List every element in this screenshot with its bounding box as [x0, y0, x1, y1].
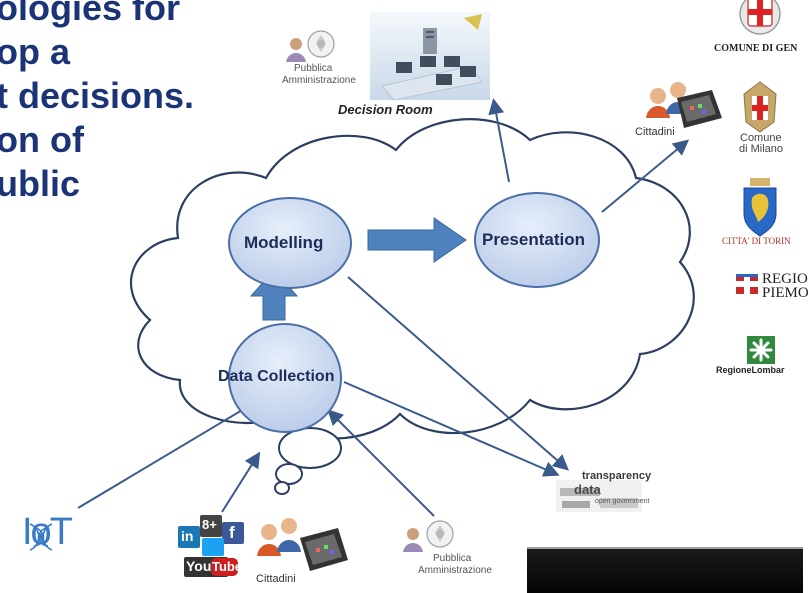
lombardia-label: RegioneLombar [716, 365, 785, 375]
connector-modelling-transparency [347, 276, 570, 471]
milano-crest [743, 81, 777, 133]
torino-label: CITTA' DI TORIN [722, 236, 791, 246]
tag-transparency: transparency [582, 470, 652, 482]
connector-data-transparency [343, 381, 560, 477]
node-presentation-label: Presentation [482, 230, 585, 249]
pa-bottom-label-line2: Amministrazione [418, 565, 492, 576]
block-arrow-right [367, 217, 467, 263]
lombardia-logo [747, 336, 775, 364]
piemonte-label-line2: PIEMON [762, 285, 808, 301]
youtube-you-label: You [186, 558, 212, 574]
decision-room-image [370, 12, 490, 101]
milano-label-line1: Comune [740, 132, 782, 144]
pubblica-amministrazione-bottom-icon [403, 520, 454, 552]
piemonte-flag [736, 274, 758, 294]
headline-line-4: on of [0, 119, 84, 160]
genova-crest [739, 0, 781, 35]
google-plus-icon: 8+ [202, 517, 217, 532]
connector-iot [77, 394, 268, 509]
node-data-collection-label: Data Collection [218, 368, 335, 385]
genova-label: COMUNE DI GEN [714, 43, 798, 54]
cittadini-top-icon [646, 82, 722, 128]
thought-bubble-small [274, 481, 290, 495]
torino-crest [743, 178, 777, 237]
node-modelling [228, 197, 352, 289]
iot-logo [29, 523, 53, 551]
cittadini-top-label: Cittadini [635, 126, 675, 138]
cittadini-bottom-label: Cittadini [256, 573, 296, 585]
node-presentation [474, 192, 600, 288]
cittadini-bottom-icon [257, 518, 348, 571]
pubblica-amministrazione-top-icon [286, 30, 335, 62]
dark-photo [527, 547, 803, 593]
connector-cittadini-top [601, 139, 690, 213]
piemonte-label-line1: REGIO [762, 271, 808, 287]
node-data-collection [228, 323, 342, 433]
youtube-tube-label: Tube [212, 559, 243, 574]
social-media-logos [178, 515, 244, 577]
pa-top-label-line2: Amministrazione [282, 75, 356, 86]
tag-data: data [574, 482, 601, 497]
transparency-tag-cloud [556, 480, 642, 512]
headline-line-2: op a [0, 31, 71, 72]
tag-open-government: open government [595, 498, 650, 505]
connector-pa-bottom [327, 409, 435, 517]
iot-label: IoT [22, 511, 73, 553]
connector-social [221, 451, 261, 513]
headline-line-3: t decisions. [0, 75, 195, 116]
pa-top-label-line1: Pubblica [294, 63, 333, 74]
facebook-icon: f [229, 523, 235, 542]
pa-bottom-label-line1: Pubblica [433, 553, 472, 564]
headline-line-1: ologies for [0, 0, 181, 28]
connector-decision-room [488, 98, 510, 183]
thought-bubble-large [278, 427, 342, 469]
cloud-shape [129, 118, 695, 440]
headline-text: ologies for op a t decisions. on of ubli… [0, 0, 194, 206]
milano-label-line2: di Milano [738, 143, 784, 155]
linkedin-icon: in [181, 528, 194, 544]
headline-line-5: ublic [0, 163, 81, 204]
thought-bubble-medium [275, 463, 303, 485]
node-modelling-label: Modelling [244, 233, 324, 252]
decision-room-label: Decision Room [338, 102, 433, 117]
